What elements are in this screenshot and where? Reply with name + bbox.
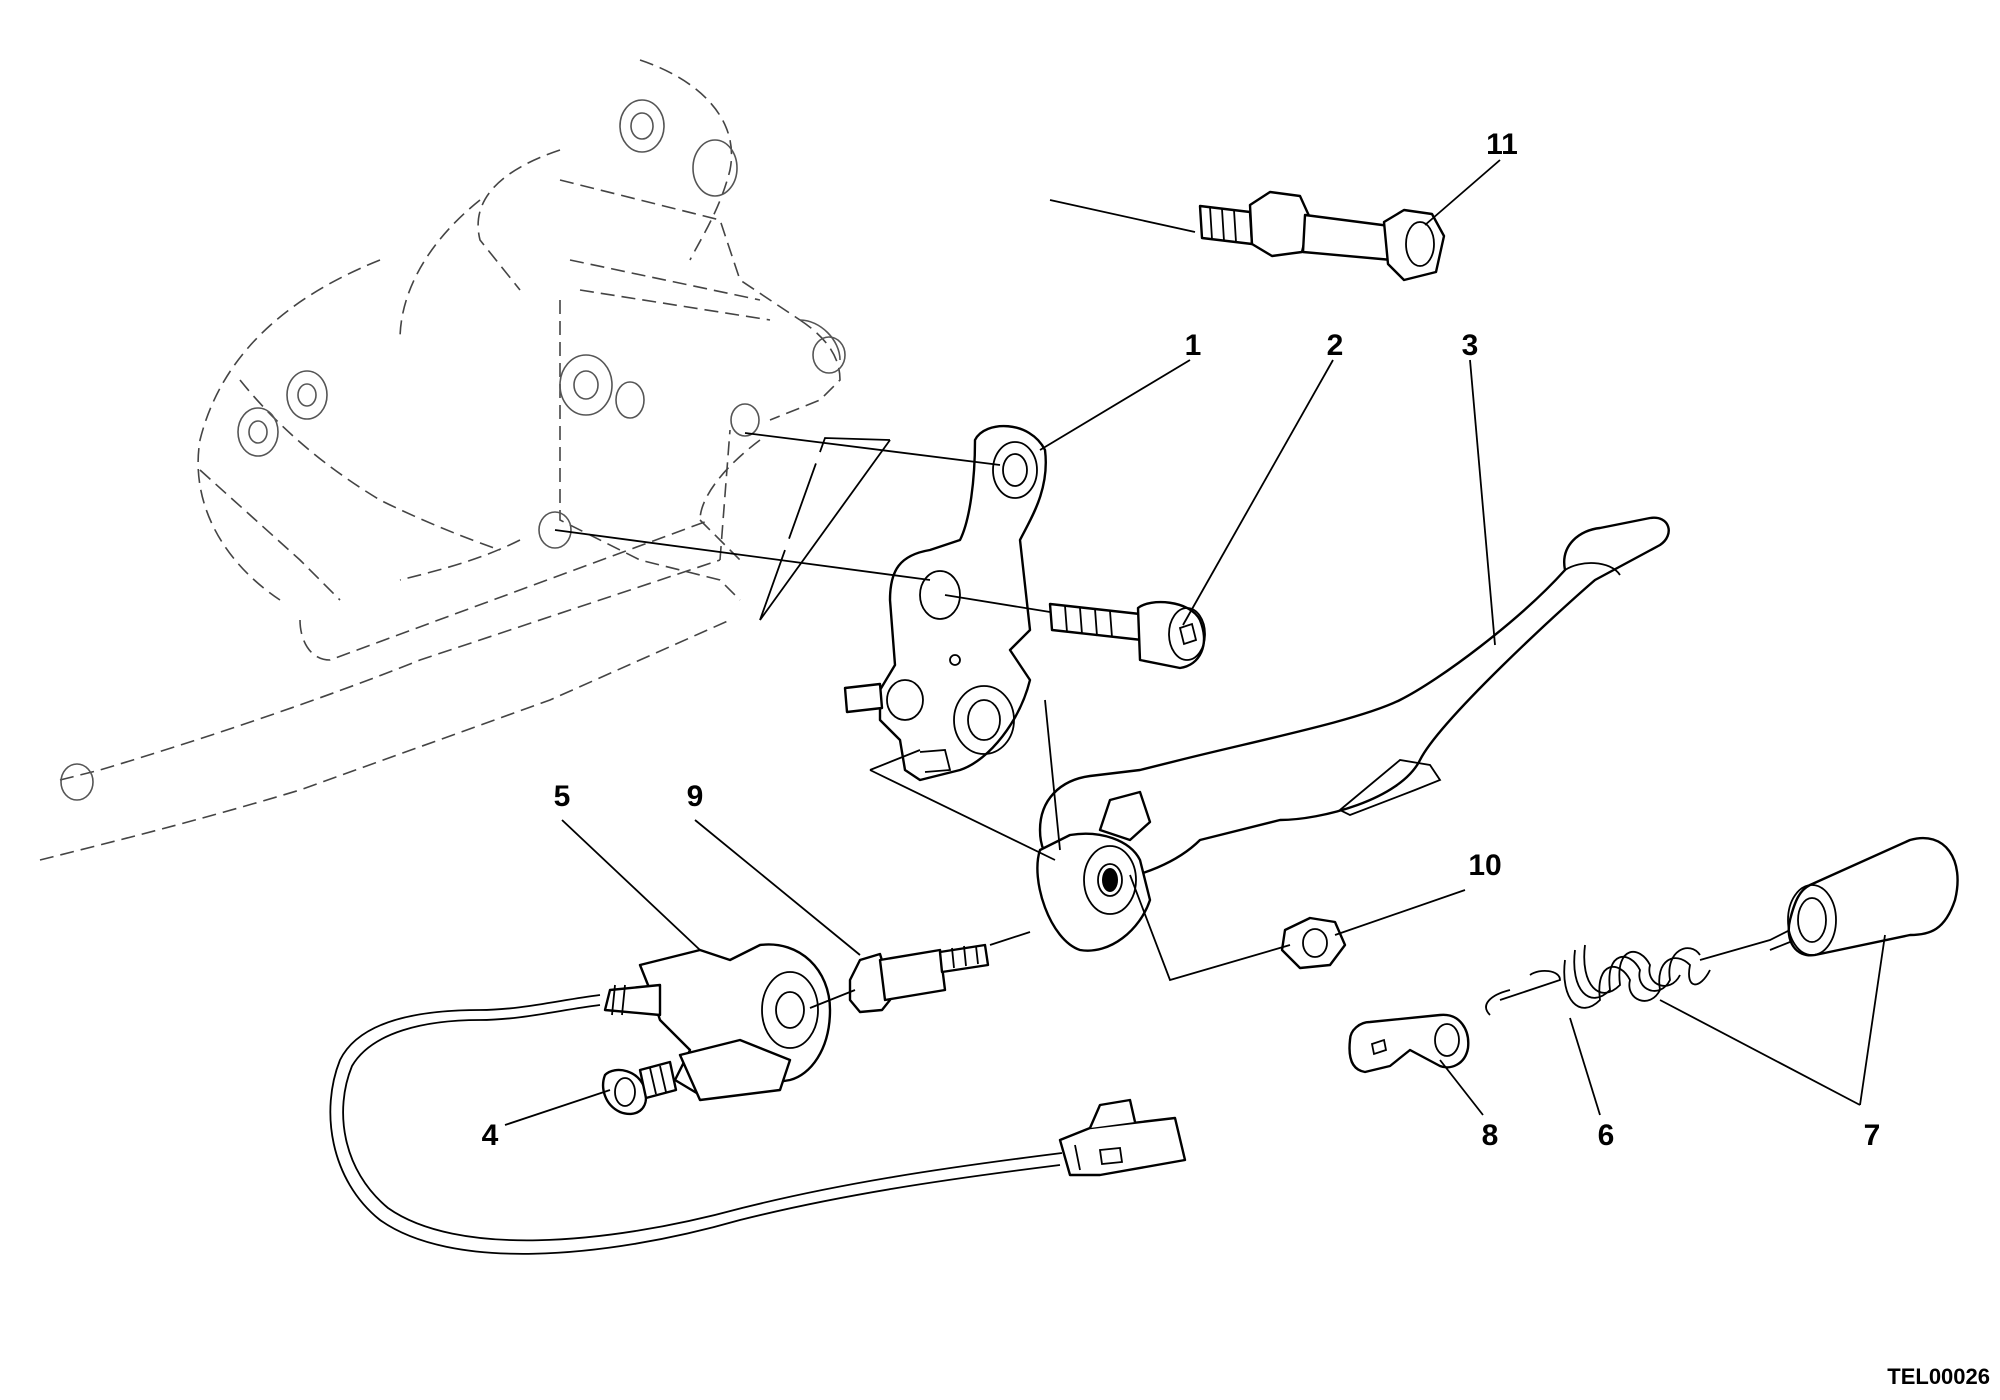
part-7-sleeve: [1787, 837, 1959, 957]
part-9-pivot-bolt: [848, 943, 990, 1014]
assembly-axes: [554, 199, 1291, 1009]
callout-8: 8: [1482, 1119, 1499, 1152]
part-5-connector: [1058, 1098, 1187, 1177]
callouts: 11 1 2 3 5 9 10 4 8 6 7: [482, 128, 1881, 1152]
callout-2: 2: [1327, 329, 1344, 362]
part-3-side-stand: [1036, 516, 1670, 952]
callout-5: 5: [554, 780, 571, 813]
engine-casing-outline: [39, 59, 846, 861]
callout-10: 10: [1468, 849, 1501, 882]
leader-lines: [504, 159, 1886, 1126]
part-1-bracket: [843, 424, 1047, 782]
callout-7: 7: [1864, 1119, 1881, 1152]
callout-6: 6: [1598, 1119, 1615, 1152]
part-5-switch-cable: [329, 994, 1063, 1255]
callout-9: 9: [687, 780, 704, 813]
drawing-code: TEL00026: [1887, 1364, 1990, 1389]
part-10-nut: [1280, 916, 1347, 970]
part-11-stud-bolt: [1198, 190, 1446, 282]
part-8-spring-plate: [1348, 1013, 1470, 1074]
part-4-screw: [601, 1060, 678, 1116]
callout-4: 4: [482, 1119, 499, 1152]
callout-3: 3: [1462, 329, 1479, 362]
callout-1: 1: [1185, 329, 1202, 362]
callout-11: 11: [1486, 128, 1518, 161]
part-5-stand-switch: [603, 943, 832, 1102]
part-2-socket-screw: [1048, 601, 1206, 670]
part-6-spring: [1485, 928, 1797, 1016]
